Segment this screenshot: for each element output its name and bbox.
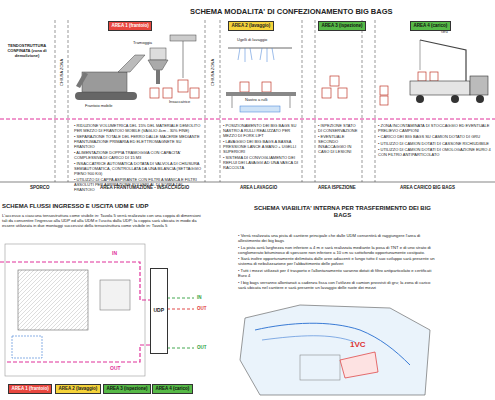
part-label: Nastro a rulli bbox=[244, 98, 268, 103]
part-label: Ugelli di lavaggio bbox=[236, 38, 268, 43]
part-label: Tramoggia bbox=[132, 41, 153, 46]
zone-label: AREA CARICO BIG BAGS bbox=[400, 185, 455, 190]
bullet-text: • La pista avrà larghezza non inferiore … bbox=[238, 245, 438, 255]
node-text: UDP bbox=[154, 308, 165, 314]
bullet-text: • LAVAGGIO DEI BIG BAGS A BASSA PRESSION… bbox=[223, 140, 300, 154]
bullet-text: • INSACCATRICE AUTOMATICA DOTATA DI VALV… bbox=[74, 162, 202, 176]
flow-label: OUT bbox=[110, 365, 121, 371]
node-text: AREA 2 (lavaggio) bbox=[59, 386, 98, 391]
zone-label: AREA ISPEZIONE bbox=[318, 185, 356, 190]
area-note: TENDOSTRUTTURA CONFINATA (zona di demoli… bbox=[2, 44, 52, 58]
site-map bbox=[240, 305, 430, 395]
zone-label: AREA LAVAGGIO bbox=[240, 185, 277, 190]
node-text: AREA 3 (ispezione) bbox=[107, 386, 148, 391]
bullet-text: • RIDUZIONE VOLUMETRICA DEL 15% DEL MATE… bbox=[74, 124, 202, 134]
bullet-text: • ZONA INCONTAMINATA DI STOCCAGGIO ED EV… bbox=[378, 124, 492, 134]
area-tag: AREA 2 (lavaggio) bbox=[55, 384, 101, 394]
bullet-text: • CARICO DEI BIG BAGS SU CAMION DOTATO D… bbox=[378, 135, 492, 140]
bullet-list: • ISPEZIONE STATO DI CONSERVAZIONE• EVEN… bbox=[318, 124, 360, 156]
bullet-text: • SISTEMA DI CONVOGLIAMENTO DEI REFLUI D… bbox=[223, 156, 300, 170]
flow-line bbox=[0, 119, 495, 120]
node-text: AREA 4 (carico) bbox=[414, 23, 448, 28]
bullet-text: • SEPARAZIONE TOTALE DEL FERRO DALLE MAC… bbox=[74, 135, 202, 149]
part-label: Frantoio mobile bbox=[84, 104, 114, 109]
area-code: 1VC bbox=[350, 340, 366, 350]
bullet-list: • Verrà realizzata una pista di cantiere… bbox=[238, 233, 438, 291]
intro-note: L'accesso a ciascuna tensostruttura come… bbox=[2, 213, 207, 228]
bullet-text: • EVENTUALE SECONDO INSACCAGGIO IN CASO … bbox=[318, 135, 360, 154]
area-tag: AREA 3 (ispezione) bbox=[103, 384, 151, 394]
zone-label: SPORCO bbox=[30, 185, 50, 190]
area-tag: AREA 1 (frantoio) bbox=[108, 21, 152, 31]
zone-label: AREA FRANTUMAZIONE - INSACCAGGIO bbox=[100, 185, 189, 190]
vertical-label: CHIUSA ZONA bbox=[59, 47, 64, 97]
node-text: AREA 1 (frantoio) bbox=[112, 23, 149, 28]
washing-line bbox=[226, 48, 296, 112]
diagram-title: SCHEMA MODALITA' DI CONFEZIONAMENTO BIG … bbox=[190, 7, 392, 16]
area-tag: AREA 3 (ispezione) bbox=[318, 21, 366, 31]
bullet-list: • ZONA INCONTAMINATA DI STOCCAGGIO ED EV… bbox=[378, 124, 492, 159]
bullet-text: • I big bags verranno allontanati a cade… bbox=[238, 280, 438, 290]
section-title: SCHEMA VIABILITA' INTERNA PER TRASFERIME… bbox=[250, 205, 435, 219]
bullet-text: • Sarà inoltre opportunamente delimitata… bbox=[238, 256, 438, 266]
area-tag: AREA 1 (frantoio) bbox=[8, 384, 52, 394]
crane-truck bbox=[410, 40, 488, 103]
node-text: AREA 3 (ispezione) bbox=[322, 23, 363, 28]
bullet-text: • POSIZIONAMENTO DEI BIG BAGS SU NASTRO … bbox=[223, 124, 300, 138]
bullet-text: • Verrà realizzata una pista di cantiere… bbox=[238, 233, 438, 243]
area-tag: AREA 4 (carico) bbox=[410, 21, 451, 31]
part-label: Insaccatrice bbox=[168, 100, 191, 105]
flow-label: IN bbox=[197, 295, 202, 300]
zone-separator bbox=[55, 20, 375, 182]
section-title: SCHEMA FLUSSI INGRESSO E USCITA UDM E UD… bbox=[2, 203, 148, 210]
bullet-text: • UTILIZZO DI CAMION DOTATI DI CASSONE R… bbox=[378, 142, 492, 147]
bullet-text: • UTILIZZO DI CAMION DOTATI DI OMOLOGAZI… bbox=[378, 148, 492, 158]
vertical-label: CHIUSA ZONA bbox=[210, 47, 215, 97]
big-bag bbox=[150, 72, 438, 105]
unit-box: UDP bbox=[150, 268, 168, 354]
crusher bbox=[75, 35, 196, 100]
site-plan bbox=[0, 244, 194, 376]
bullet-list: • POSIZIONAMENTO DEI BIG BAGS SU NASTRO … bbox=[223, 124, 300, 172]
bullet-text: • ISPEZIONE STATO DI CONSERVAZIONE bbox=[318, 124, 360, 134]
bullet-text: • Tutti i mezzi utilizzati per il traspo… bbox=[238, 268, 438, 278]
node-text: AREA 4 (carico) bbox=[156, 386, 190, 391]
bullet-list: • RIDUZIONE VOLUMETRICA DEL 15% DEL MATE… bbox=[74, 124, 202, 194]
node-text: AREA 1 (frantoio) bbox=[12, 386, 49, 391]
bullet-text: • ALIMENTAZIONE DOPPIA TRAMOGGIA CON CAP… bbox=[74, 151, 202, 161]
node-text: AREA 2 (lavaggio) bbox=[232, 23, 271, 28]
area-tag: AREA 2 (lavaggio) bbox=[228, 21, 274, 31]
area-tag: AREA 4 (carico) bbox=[152, 384, 193, 394]
flow-label: OUT bbox=[197, 306, 207, 311]
flow-label: IN bbox=[112, 250, 117, 256]
flow-label: OUT bbox=[197, 345, 207, 350]
